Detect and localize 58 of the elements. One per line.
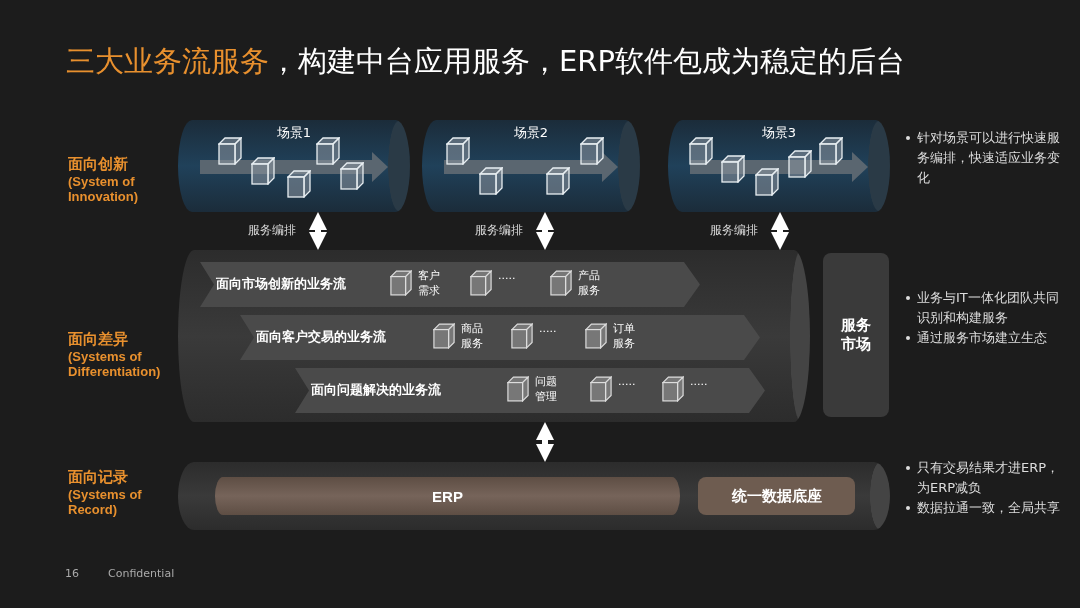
double-arrow xyxy=(771,212,789,250)
cube-icon xyxy=(479,167,503,195)
cube-icon xyxy=(689,137,713,165)
edge-label: 服务编排 xyxy=(710,222,758,239)
service-label: 客户需求 xyxy=(418,268,441,298)
service-label: ..... xyxy=(539,321,558,336)
layer-cylinder xyxy=(178,462,890,530)
layer-cylinder xyxy=(178,250,810,422)
double-arrow xyxy=(309,212,327,250)
cube-icon xyxy=(287,170,311,198)
layer-subtitle: (Systems of Record) xyxy=(68,487,143,517)
scene-title: 场景1 xyxy=(275,124,313,142)
double-arrow xyxy=(536,212,554,250)
slide-title: 三大业务流服务，构建中台应用服务，ERP软件包成为稳定的后台 xyxy=(66,43,905,80)
edge-label: 服务编排 xyxy=(248,222,296,239)
service-label: ..... xyxy=(690,374,709,389)
scene-title: 场景3 xyxy=(760,124,798,142)
cube-icon xyxy=(251,157,275,185)
flow-title: 面向市场创新的业务流 xyxy=(216,275,346,293)
cube-icon xyxy=(340,162,364,190)
page-number: 16 xyxy=(65,567,79,580)
scenario-cylinder xyxy=(668,120,890,212)
bullet-text: 业务与IT一体化团队共同识别和构建服务 xyxy=(917,289,1060,327)
bullet-text: 数据拉通一致，全局共享 xyxy=(917,499,1061,517)
scenario-cylinder xyxy=(422,120,640,212)
service-market-box: 服务市场 xyxy=(823,253,889,417)
scenario-cylinder xyxy=(178,120,410,212)
layer-title: 面向差异 xyxy=(68,330,129,349)
cube-icon xyxy=(755,168,779,196)
cube-icon xyxy=(721,155,745,183)
cube-icon xyxy=(788,150,812,178)
service-label: 问题管理 xyxy=(535,374,558,404)
data-foundation-box: 统一数据底座 xyxy=(698,477,855,515)
cube-icon xyxy=(316,137,340,165)
edge-label: 服务编排 xyxy=(475,222,523,239)
erp-cylinder: ERP xyxy=(215,477,680,515)
layer-title: 面向记录 xyxy=(68,468,129,487)
footer-note: Confidential xyxy=(108,567,175,580)
service-label: 订单服务 xyxy=(613,321,636,351)
cube-icon xyxy=(819,137,843,165)
layer-title: 面向创新 xyxy=(68,155,129,174)
cube-icon xyxy=(446,137,470,165)
service-label: 产品服务 xyxy=(578,268,601,298)
bullet-text: 只有交易结果才进ERP，为ERP减负 xyxy=(917,459,1061,497)
layer-subtitle: (Systems of Differentiation) xyxy=(68,349,162,379)
cube-icon xyxy=(580,137,604,165)
double-arrow xyxy=(536,422,554,462)
flow-title: 面向问题解决的业务流 xyxy=(311,381,441,399)
cube-icon xyxy=(218,137,242,165)
service-label: ..... xyxy=(618,374,637,389)
layer-subtitle: (System of Innovation) xyxy=(68,174,140,204)
scene-title: 场景2 xyxy=(512,124,550,142)
cube-icon xyxy=(546,167,570,195)
flow-title: 面向客户交易的业务流 xyxy=(256,328,386,346)
service-label: ..... xyxy=(498,268,517,283)
service-label: 商品服务 xyxy=(461,321,484,351)
bullet-text: 针对场景可以进行快速服务编排，快速适应业务变化 xyxy=(917,129,1061,187)
bullet-text: 通过服务市场建立生态 xyxy=(917,329,1048,347)
